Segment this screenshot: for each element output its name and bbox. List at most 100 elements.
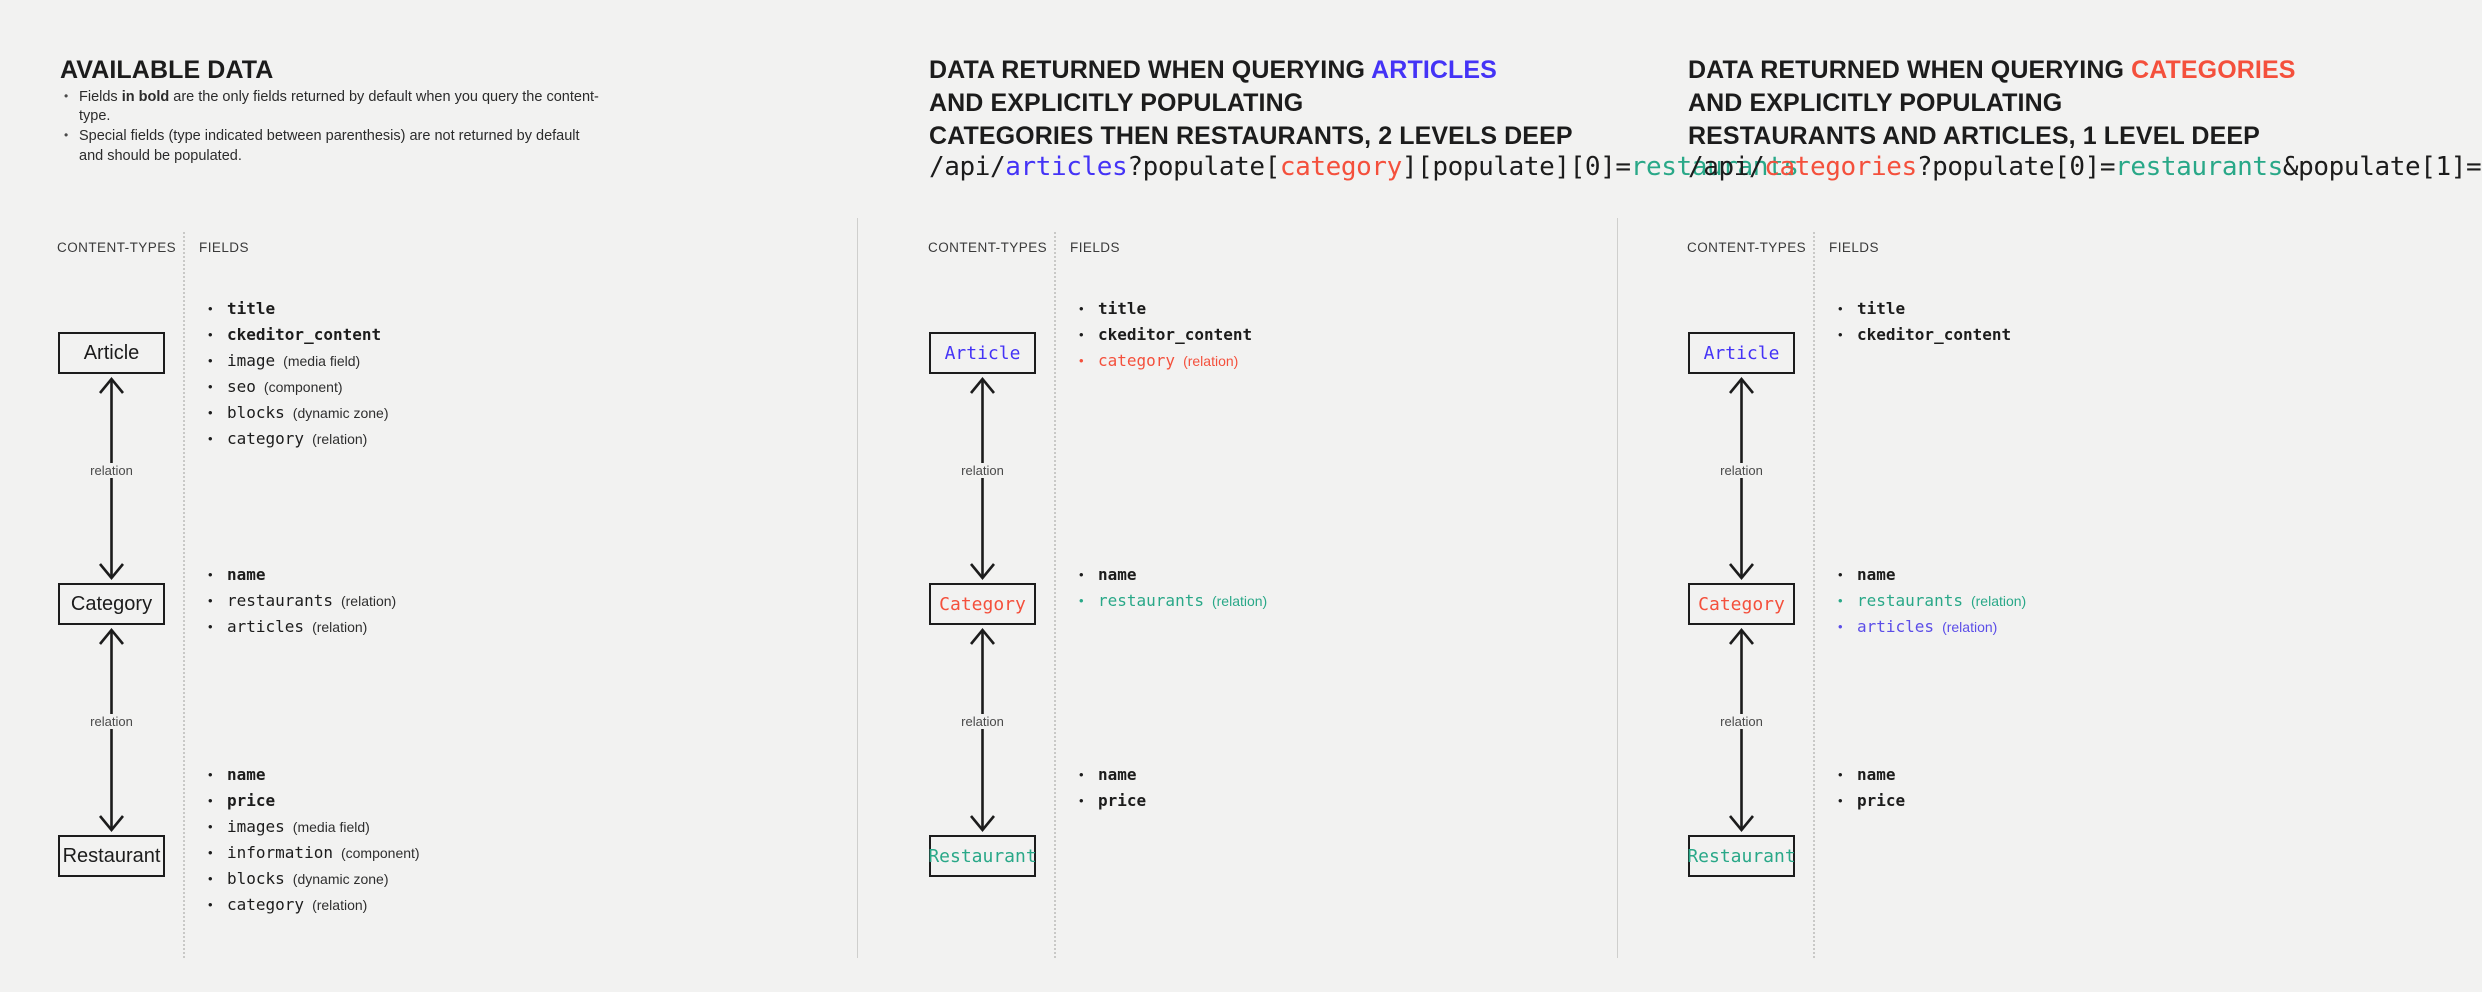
field-name: seo [227, 377, 256, 396]
field-row: name [1837, 762, 1905, 788]
field-row: information(component) [207, 840, 420, 866]
relation-label: relation [929, 714, 1036, 729]
heading-text: RESTAURANTS AND ARTICLES, 1 LEVEL DEEP [1688, 121, 2260, 150]
field-group-restaurant: name price [1837, 762, 1905, 814]
heading-line: AVAILABLE DATA [60, 54, 273, 87]
field-name: name [227, 565, 266, 584]
field-type: (dynamic zone) [292, 405, 389, 421]
field-row: name [1837, 562, 2026, 588]
field-type: (relation) [1970, 593, 2027, 609]
field-name: name [1098, 565, 1137, 584]
field-type: (relation) [312, 431, 368, 447]
caption-fields: FIELDS [199, 240, 249, 255]
column-dotted-rule [183, 232, 185, 958]
url-segment: &populate[1]= [2282, 152, 2482, 182]
field-row: articles(relation) [207, 614, 396, 640]
field-name: price [1857, 791, 1906, 810]
heading-line: AND EXPLICITLY POPULATING [1688, 87, 2296, 120]
field-type: (relation) [1942, 619, 1998, 635]
note-text: Special fields (type indicated between p… [79, 128, 580, 144]
field-row: name [1078, 562, 1267, 588]
field-name: title [1857, 299, 1906, 318]
field-name: name [1857, 565, 1896, 584]
url-segment: /api/ [1688, 152, 1765, 182]
field-type: (relation) [312, 619, 368, 635]
entity-box-article[interactable]: Article [1688, 332, 1795, 374]
field-row: blocks(dynamic zone) [207, 400, 389, 426]
panel-notes: Fields in bold are the only fields retur… [62, 87, 622, 166]
note-item: Fields in bold are the only fields retur… [62, 87, 622, 126]
field-row: category(relation) [1078, 348, 1252, 374]
column-dotted-rule [1054, 232, 1056, 958]
api-url: /api/categories?populate[0]=restaurants&… [1688, 152, 2482, 182]
field-row: category(relation) [207, 892, 420, 918]
caption-fields: FIELDS [1829, 240, 1879, 255]
relation-connector-article-category: relation [929, 374, 1036, 583]
url-segment: ?populate[ [1127, 152, 1280, 182]
note-item: Special fields (type indicated between p… [62, 126, 622, 146]
api-url: /api/articles?populate[category][populat… [929, 152, 1799, 182]
field-row: blocks(dynamic zone) [207, 866, 420, 892]
field-name: restaurants [227, 591, 333, 610]
field-row: ckeditor_content [207, 322, 389, 348]
field-row: name [207, 762, 420, 788]
url-segment: restaurants [1630, 152, 1799, 182]
field-row: name [1078, 762, 1146, 788]
field-group-restaurant: namepriceimages(media field)information(… [207, 762, 420, 918]
heading-line: AND EXPLICITLY POPULATING [929, 87, 1573, 120]
field-name: image [227, 351, 276, 370]
field-group-category: name restaurants (relation)articles(relati… [207, 562, 396, 640]
field-name: restaurants [1857, 591, 1963, 610]
relation-label: relation [58, 714, 165, 729]
heading-text: AND EXPLICITLY POPULATING [1688, 88, 2063, 117]
column-dotted-rule [1813, 232, 1815, 958]
entity-box-restaurant[interactable]: Restaurant [58, 835, 165, 877]
note-emphasis: in bold [121, 89, 170, 105]
relation-connector-category-restaurant: relation [929, 625, 1036, 835]
relation-connector-article-category: relation [1688, 374, 1795, 583]
field-row: title [1078, 296, 1252, 322]
entity-box-article[interactable]: Article [58, 332, 165, 374]
field-name: name [227, 765, 266, 784]
field-row: images(media field) [207, 814, 420, 840]
heading-line: DATA RETURNED WHEN QUERYING ARTICLES [929, 54, 1573, 87]
panel-divider-1 [857, 218, 858, 958]
entity-box-category[interactable]: Category [929, 583, 1036, 625]
entity-box-restaurant[interactable]: Restaurant [1687, 835, 1796, 877]
heading-text: DATA RETURNED WHEN QUERYING [1688, 55, 2132, 84]
heading-line: CATEGORIES THEN RESTAURANTS, 2 LEVELS DE… [929, 120, 1573, 153]
note-text: Fields [79, 89, 122, 105]
field-type: (relation) [312, 897, 368, 913]
entity-box-category[interactable]: Category [58, 583, 165, 625]
note-text: and should be populated. [79, 148, 242, 164]
field-name: category [1098, 351, 1176, 370]
field-group-category: name restaurants (relation) articles (relati… [1837, 562, 2026, 640]
field-type: (media field) [283, 353, 361, 369]
caption-content-types: CONTENT-TYPES [57, 240, 177, 255]
entity-box-article[interactable]: Article [929, 332, 1036, 374]
field-type: (component) [340, 845, 420, 861]
field-name: ckeditor_content [1098, 325, 1253, 344]
field-row: restaurants(relation) [1078, 588, 1267, 614]
field-name: name [1857, 765, 1896, 784]
field-name: title [227, 299, 276, 318]
field-name: name [1098, 765, 1137, 784]
heading-text: CATEGORIES THEN RESTAURANTS, 2 LEVELS DE… [929, 121, 1573, 150]
heading-text: DATA RETURNED WHEN QUERYING [929, 55, 1372, 84]
panel-divider-2 [1617, 218, 1618, 958]
note-text: are the only fields returned by default … [79, 89, 599, 124]
relation-connector-category-restaurant: relation [58, 625, 165, 835]
relation-label: relation [1688, 463, 1795, 478]
field-name: title [1098, 299, 1147, 318]
field-type: (component) [263, 379, 343, 395]
field-group-restaurant: nameprice [1078, 762, 1146, 814]
field-name: ckeditor_content [227, 325, 382, 344]
field-name: articles [1857, 617, 1935, 636]
url-segment: ?populate[0]= [1916, 152, 2116, 182]
entity-box-category[interactable]: Category [1688, 583, 1795, 625]
entity-box-restaurant[interactable]: Restaurant [928, 835, 1037, 877]
relation-label: relation [58, 463, 165, 478]
field-type: (relation) [1211, 593, 1268, 609]
